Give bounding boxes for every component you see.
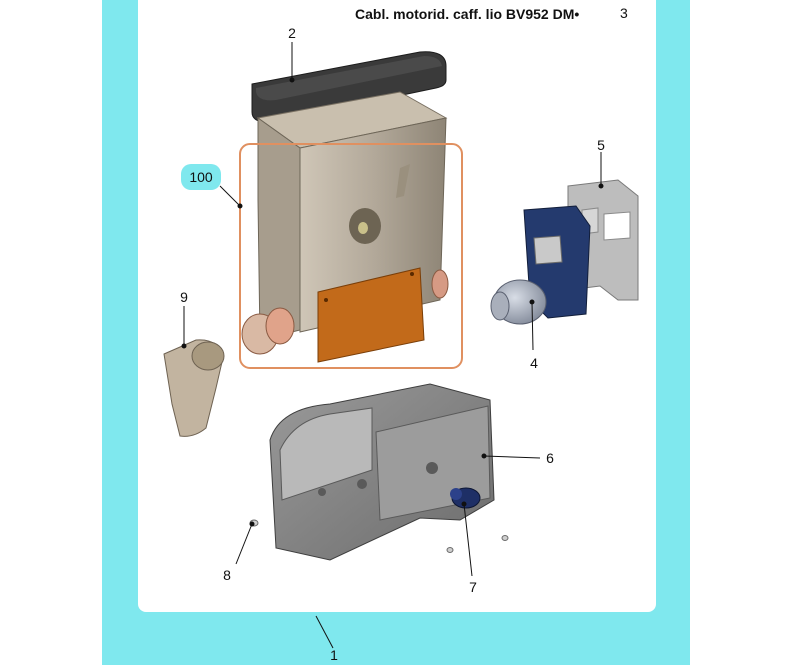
callout-4: 4 [530, 355, 538, 371]
callout-8: 8 [223, 567, 231, 583]
part-lid [251, 51, 447, 123]
callout-5: 5 [597, 137, 605, 153]
part-knob [450, 487, 481, 509]
page-number: 3 [620, 5, 628, 21]
callout-1: 1 [330, 647, 338, 663]
callout-2: 2 [288, 25, 296, 41]
drawing-title: Cabl. motorid. caff. lio BV952 DM• [355, 6, 580, 22]
callout-100: 100 [181, 164, 221, 190]
callout-7: 7 [469, 579, 477, 595]
part-elbow-chute [163, 339, 225, 437]
part-chassis [269, 383, 495, 561]
hopper-highlight-box [239, 143, 463, 369]
callout-9: 9 [180, 289, 188, 305]
part-motor-assembly [490, 205, 591, 325]
part-hopper [241, 91, 449, 363]
leader-lines [181, 42, 604, 649]
callout-6: 6 [546, 450, 554, 466]
